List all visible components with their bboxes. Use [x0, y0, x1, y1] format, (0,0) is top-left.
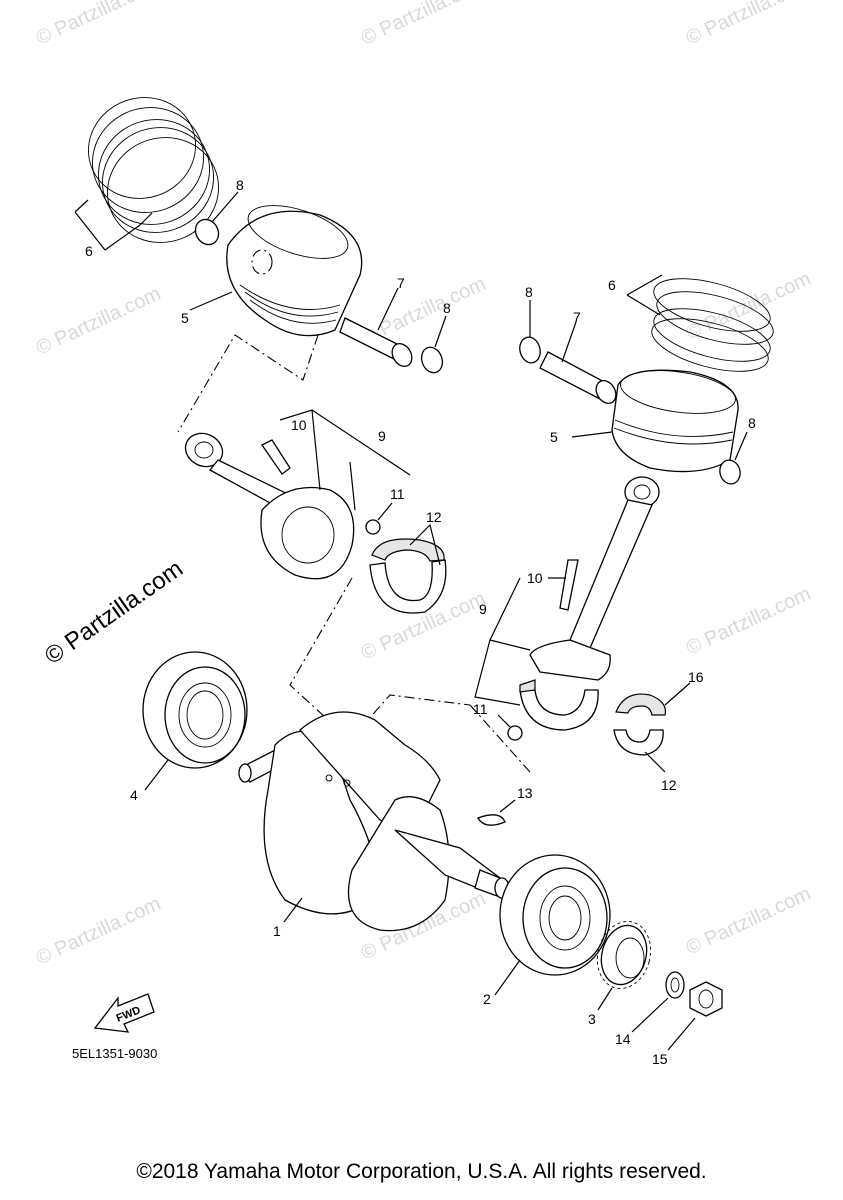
callout-9a[interactable]: 9 — [378, 428, 386, 444]
crankshaft[interactable] — [238, 711, 510, 932]
piston-rings-left[interactable] — [74, 83, 233, 258]
callout-16[interactable]: 16 — [688, 669, 704, 685]
crankshaft-nut[interactable] — [689, 981, 723, 1017]
callout-12a[interactable]: 12 — [426, 509, 442, 525]
watermark: © Partzilla.com — [358, 0, 489, 50]
circlip-left-upper[interactable] — [191, 215, 223, 249]
callout-5a[interactable]: 5 — [181, 310, 189, 326]
callout-labels: 1 2 3 4 5 5 6 6 7 7 8 8 8 8 9 9 10 10 11… — [85, 177, 756, 1067]
callout-10a[interactable]: 10 — [291, 417, 307, 433]
watermark-large: © Partzilla.com — [40, 555, 188, 670]
bearing-left[interactable] — [369, 538, 447, 614]
washer[interactable] — [665, 971, 685, 999]
callout-7a[interactable]: 7 — [397, 275, 405, 291]
rod-nut-right[interactable] — [507, 725, 523, 741]
diagram-part-code: 5EL1351-9030 — [72, 1046, 157, 1061]
rod-bolt-left[interactable] — [261, 439, 291, 475]
callout-12b[interactable]: 12 — [661, 777, 677, 793]
callout-11a[interactable]: 11 — [390, 486, 405, 502]
watermark: © Partzilla.com — [683, 583, 814, 660]
callout-8c[interactable]: 8 — [525, 284, 533, 300]
callout-15[interactable]: 15 — [652, 1051, 668, 1067]
callout-8b[interactable]: 8 — [443, 300, 451, 316]
callout-10b[interactable]: 10 — [527, 570, 543, 586]
watermark: © Partzilla.com — [683, 883, 814, 960]
watermark: © Partzilla.com — [33, 0, 164, 50]
piston-pin-right[interactable] — [539, 351, 620, 407]
primary-drive-gear[interactable] — [590, 915, 658, 994]
rod-nut-left[interactable] — [365, 519, 381, 535]
callout-8d[interactable]: 8 — [748, 415, 756, 431]
callout-6a[interactable]: 6 — [85, 243, 93, 259]
piston-right[interactable] — [611, 364, 739, 473]
connecting-rod-right[interactable] — [529, 476, 660, 681]
connecting-rod-left[interactable] — [180, 427, 355, 580]
callout-11b[interactable]: 11 — [473, 701, 488, 717]
callout-9b[interactable]: 9 — [479, 601, 487, 617]
callout-8a[interactable]: 8 — [236, 177, 244, 193]
copyright-notice: ©2018 Yamaha Motor Corporation, U.S.A. A… — [136, 1160, 707, 1183]
fwd-arrow-icon: FWD — [93, 993, 155, 1033]
callout-4[interactable]: 4 — [130, 787, 138, 803]
piston-left[interactable] — [226, 195, 363, 337]
main-bearing-right[interactable] — [499, 854, 611, 976]
rod-bolt-right[interactable] — [559, 559, 579, 611]
callout-5b[interactable]: 5 — [550, 429, 558, 445]
watermark: © Partzilla.com — [33, 283, 164, 360]
callout-3[interactable]: 3 — [588, 1011, 596, 1027]
callout-7b[interactable]: 7 — [573, 309, 581, 325]
bearing-right[interactable] — [519, 679, 599, 731]
watermark: © Partzilla.com — [33, 893, 164, 970]
circlip-right-lower[interactable] — [717, 458, 743, 486]
callout-1[interactable]: 1 — [273, 923, 281, 939]
callout-13[interactable]: 13 — [517, 785, 533, 801]
callout-2[interactable]: 2 — [483, 991, 491, 1007]
piston-pin-left[interactable] — [339, 317, 416, 370]
bearing-shell-right[interactable] — [613, 693, 667, 756]
watermark: © Partzilla.com — [683, 0, 814, 50]
woodruff-key[interactable] — [477, 814, 506, 826]
callout-6b[interactable]: 6 — [608, 277, 616, 293]
circlip-left-lower[interactable] — [418, 344, 446, 375]
callout-14[interactable]: 14 — [615, 1031, 631, 1047]
main-bearing-left[interactable] — [142, 651, 248, 769]
watermark: © Partzilla.com — [683, 268, 814, 345]
piston-rings-right[interactable] — [646, 268, 778, 382]
circlip-right-upper[interactable] — [517, 335, 543, 365]
